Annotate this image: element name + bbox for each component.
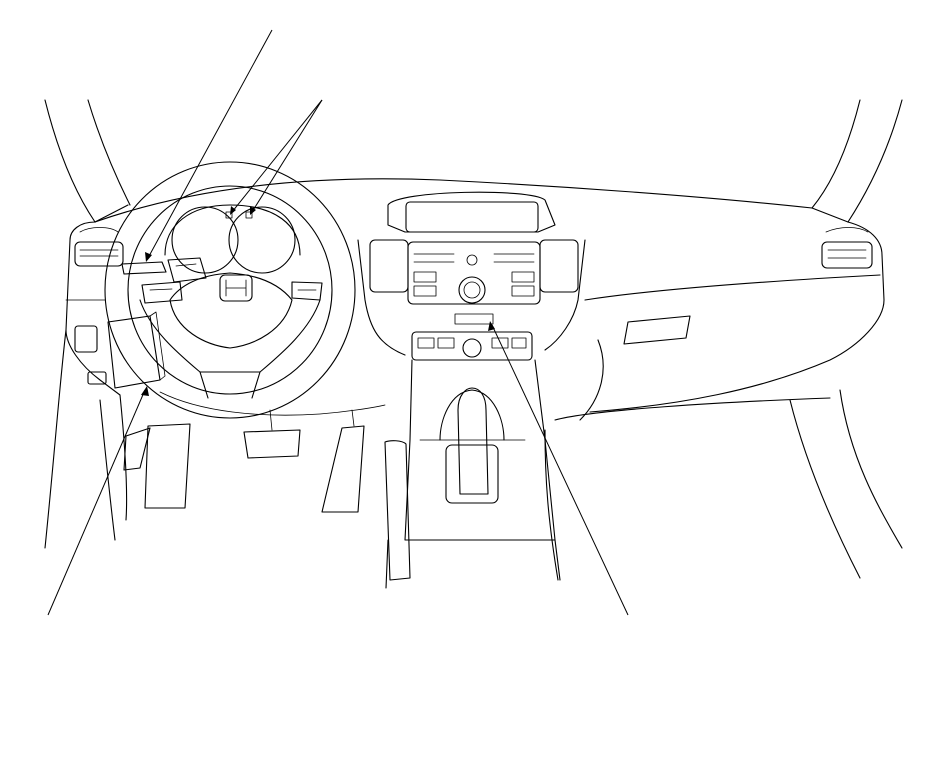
arrow-under-dash-module	[141, 386, 149, 396]
pedals	[123, 409, 365, 513]
instrument-cluster	[164, 204, 301, 274]
steering-wheel	[104, 161, 356, 419]
leader-lines	[47, 29, 629, 616]
arrow-cluster-left	[230, 206, 236, 215]
arrow-combination-switch	[145, 252, 152, 262]
right-air-vent	[821, 227, 873, 269]
combination-switch	[121, 257, 207, 283]
center-console	[384, 359, 561, 589]
arrow-cluster-right	[250, 206, 256, 215]
under-dash-module	[107, 311, 166, 389]
dashboard-top	[65, 178, 885, 413]
left-lower-switches	[65, 299, 107, 385]
passenger-dash	[544, 274, 903, 581]
center-stack	[357, 191, 586, 361]
left-a-pillar	[44, 99, 131, 223]
right-a-pillar	[811, 99, 903, 223]
lower-left-trim	[99, 391, 386, 541]
left-air-vent	[74, 227, 124, 267]
left-door-edge	[44, 329, 67, 549]
arrow-center-display	[488, 321, 495, 331]
